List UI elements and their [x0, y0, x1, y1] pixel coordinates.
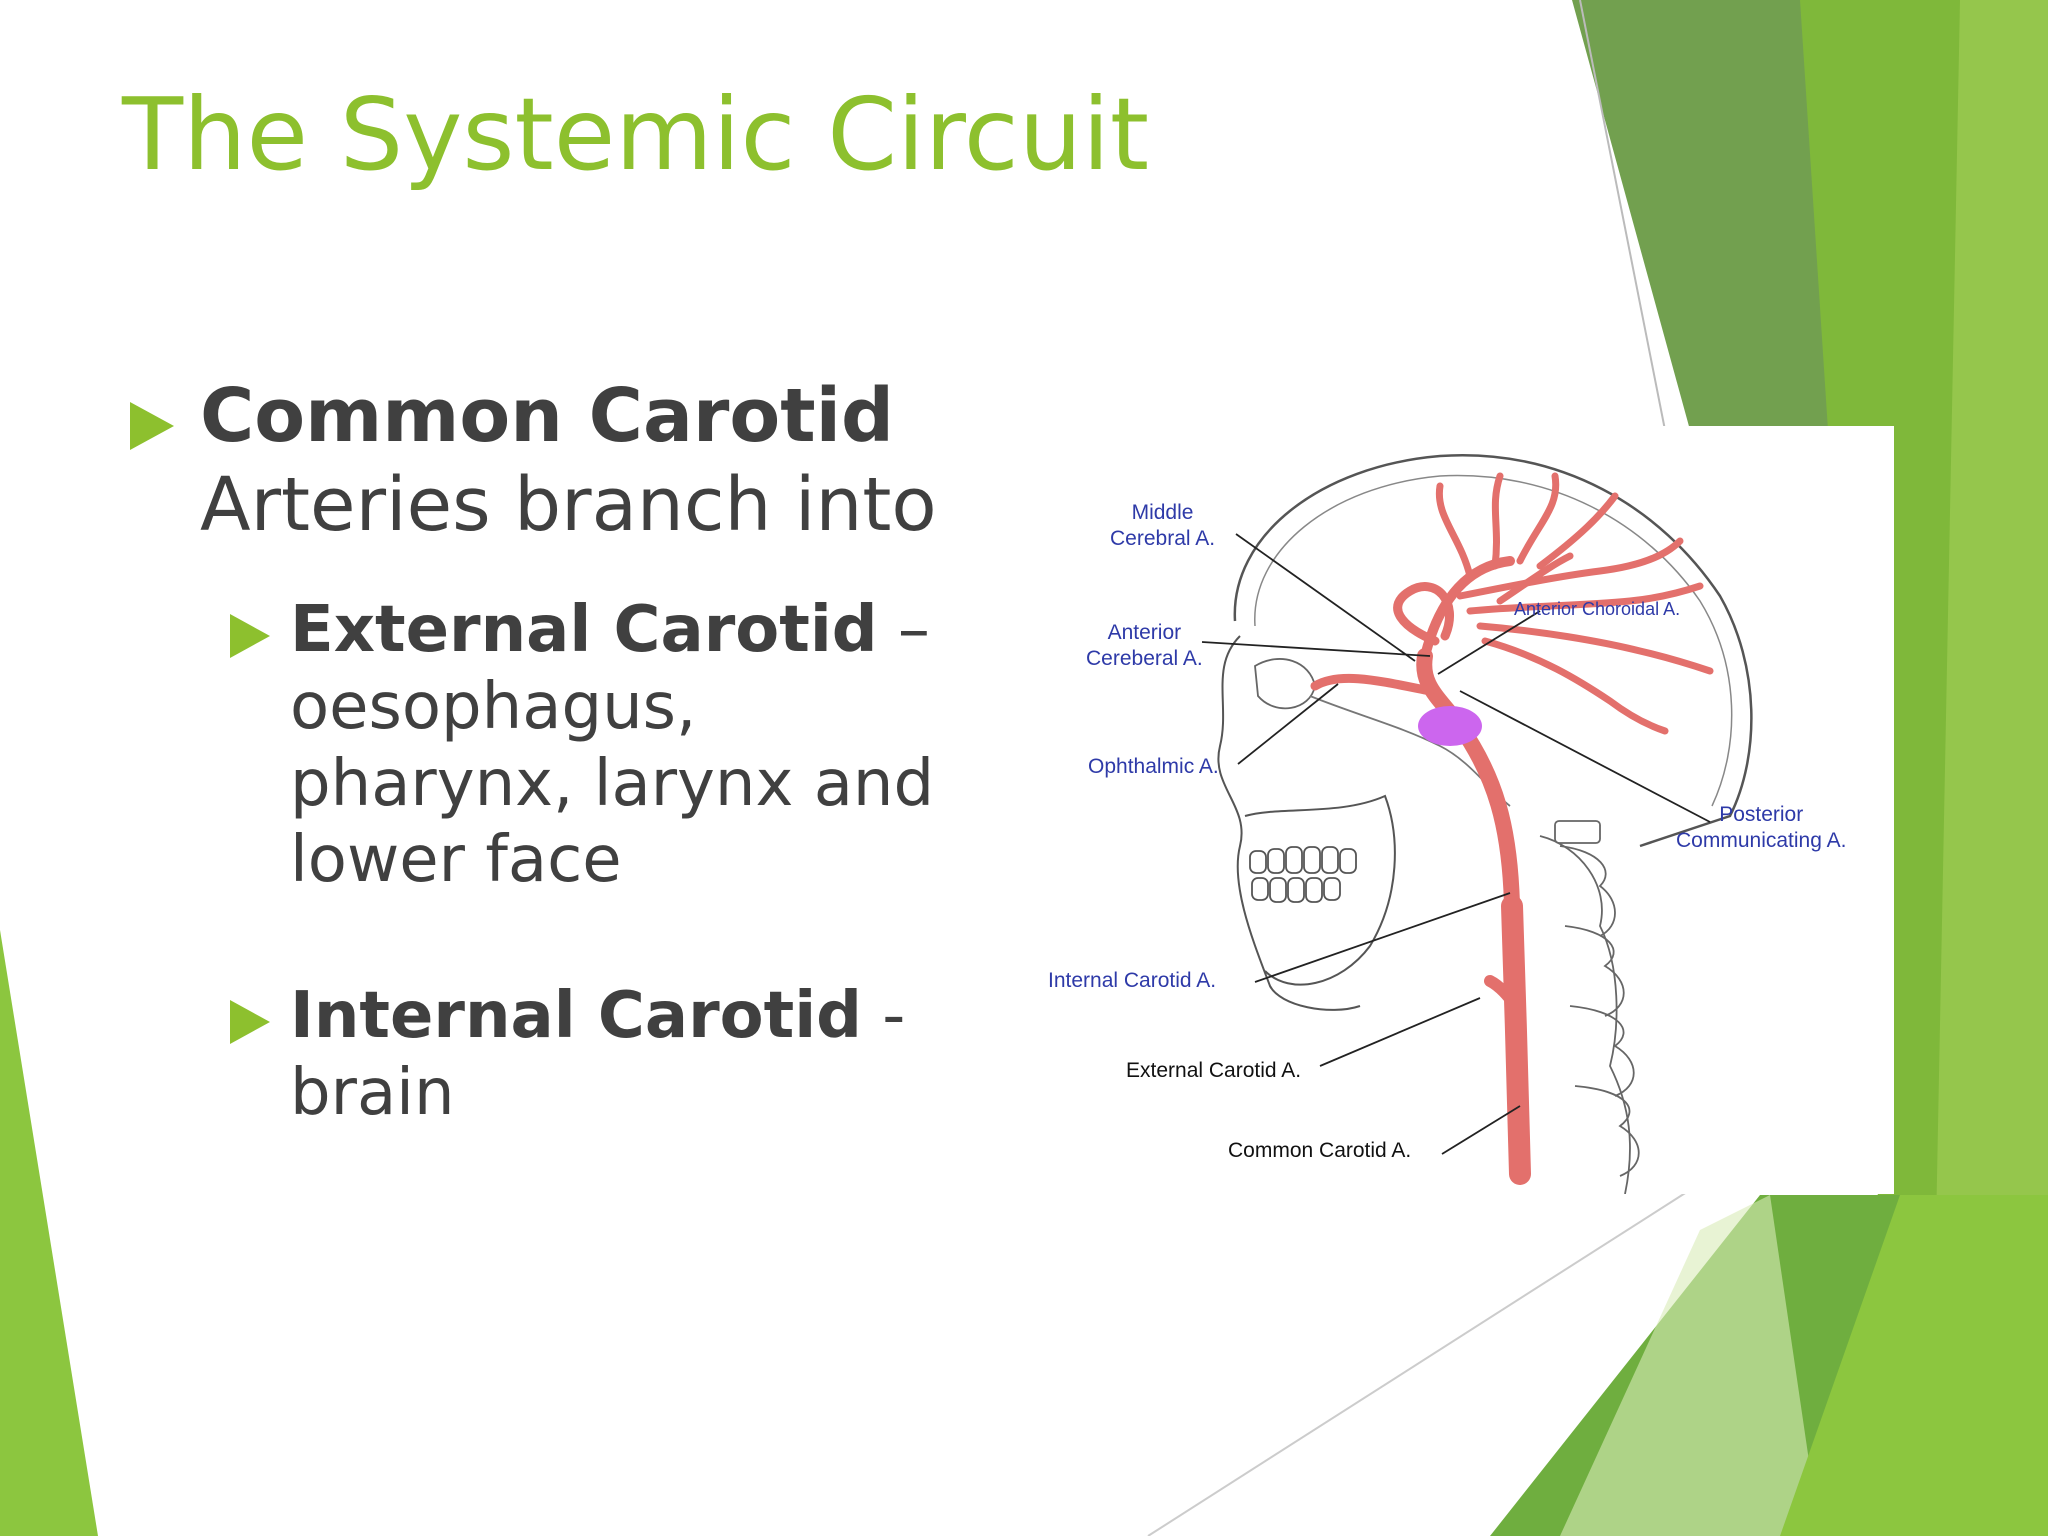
- label-posterior-communicating-line1: Posterior: [1719, 803, 1804, 826]
- label-posterior-communicating-line2: Communicating A.: [1676, 829, 1847, 853]
- bullet-external-carotid-text: – oesophagus, pharynx, larynx and lower …: [290, 593, 935, 898]
- skull-inner-outline: [1254, 474, 1733, 807]
- bullet-internal-carotid-bold: Internal Carotid: [290, 979, 862, 1053]
- label-external-carotid: External Carotid A.: [1126, 1059, 1302, 1082]
- head-arteries-illustration: [1201, 454, 1753, 1194]
- carotid-artery-diagram: Middle Cerebral A. Anterior Choroidal A.…: [1040, 426, 1894, 1194]
- bullet-internal-carotid: Internal Carotid - brain: [290, 978, 930, 1132]
- bg-thin-line-bottom: [1147, 1189, 1691, 1536]
- label-internal-carotid: Internal Carotid A.: [1048, 969, 1217, 992]
- external-carotid-artery: [1484, 975, 1522, 1012]
- label-anterior-cerebral: Anterior Cereberal A.: [1086, 620, 1203, 673]
- bullet-arrow-icon: [230, 614, 270, 658]
- bullet-external-carotid-bold: External Carotid: [290, 593, 878, 667]
- cerebral-branches: [1435, 472, 1714, 735]
- bg-shape-bright-bottom: [1780, 1195, 2048, 1536]
- bullet-arrow-icon: [130, 402, 174, 450]
- label-common-carotid: Common Carotid A.: [1228, 1139, 1412, 1162]
- ophthalmic-artery: [1310, 673, 1435, 696]
- pituitary-highlight: [1418, 706, 1482, 746]
- label-anterior-cerebral-line1: Anterior: [1107, 621, 1182, 644]
- carotid-arteries: [1310, 472, 1714, 1185]
- cervical-spine: [1539, 820, 1640, 1194]
- bg-shape-left: [0, 930, 98, 1536]
- skull-outline: [1233, 454, 1753, 848]
- label-leader-lines: [1201, 533, 1711, 1155]
- eye-socket: [1254, 658, 1316, 710]
- bullet-arrow-icon: [230, 1000, 270, 1044]
- common-carotid-artery: [1501, 895, 1531, 1185]
- anterior-cerebral-artery: [1393, 582, 1454, 646]
- internal-carotid-artery: [1416, 648, 1520, 914]
- label-anterior-choroidal: Anterior Choroidal A.: [1514, 599, 1681, 619]
- label-posterior-communicating: Posterior Communicating A.: [1676, 802, 1846, 855]
- bg-thin-line-top: [1579, 0, 1666, 431]
- label-middle-cerebral: Middle Cerebral A.: [1110, 500, 1215, 553]
- jaw-outline: [1244, 794, 1396, 986]
- label-middle-cerebral-line2: Cerebral A.: [1110, 527, 1216, 551]
- slide-title: The Systemic Circuit: [122, 76, 1150, 193]
- bullet-external-carotid: External Carotid – oesophagus, pharynx, …: [290, 592, 990, 899]
- bg-shape-light-right: [1930, 0, 2048, 1536]
- teeth: [1249, 846, 1357, 903]
- bg-shape-pale-bottom: [1560, 1195, 1820, 1536]
- bullet-common-carotid-bold: Common Carotid: [200, 373, 894, 459]
- bullet-internal-carotid-text: - brain: [290, 979, 906, 1130]
- label-anterior-cerebral-line2: Cereberal A.: [1086, 647, 1203, 671]
- label-ophthalmic: Ophthalmic A.: [1088, 755, 1219, 778]
- bullet-common-carotid: Common Carotid Arteries branch into: [200, 372, 1040, 550]
- bullet-common-carotid-text: Arteries branch into: [200, 461, 937, 548]
- face-outline: [1217, 635, 1361, 1011]
- label-middle-cerebral-line1: Middle: [1131, 501, 1194, 524]
